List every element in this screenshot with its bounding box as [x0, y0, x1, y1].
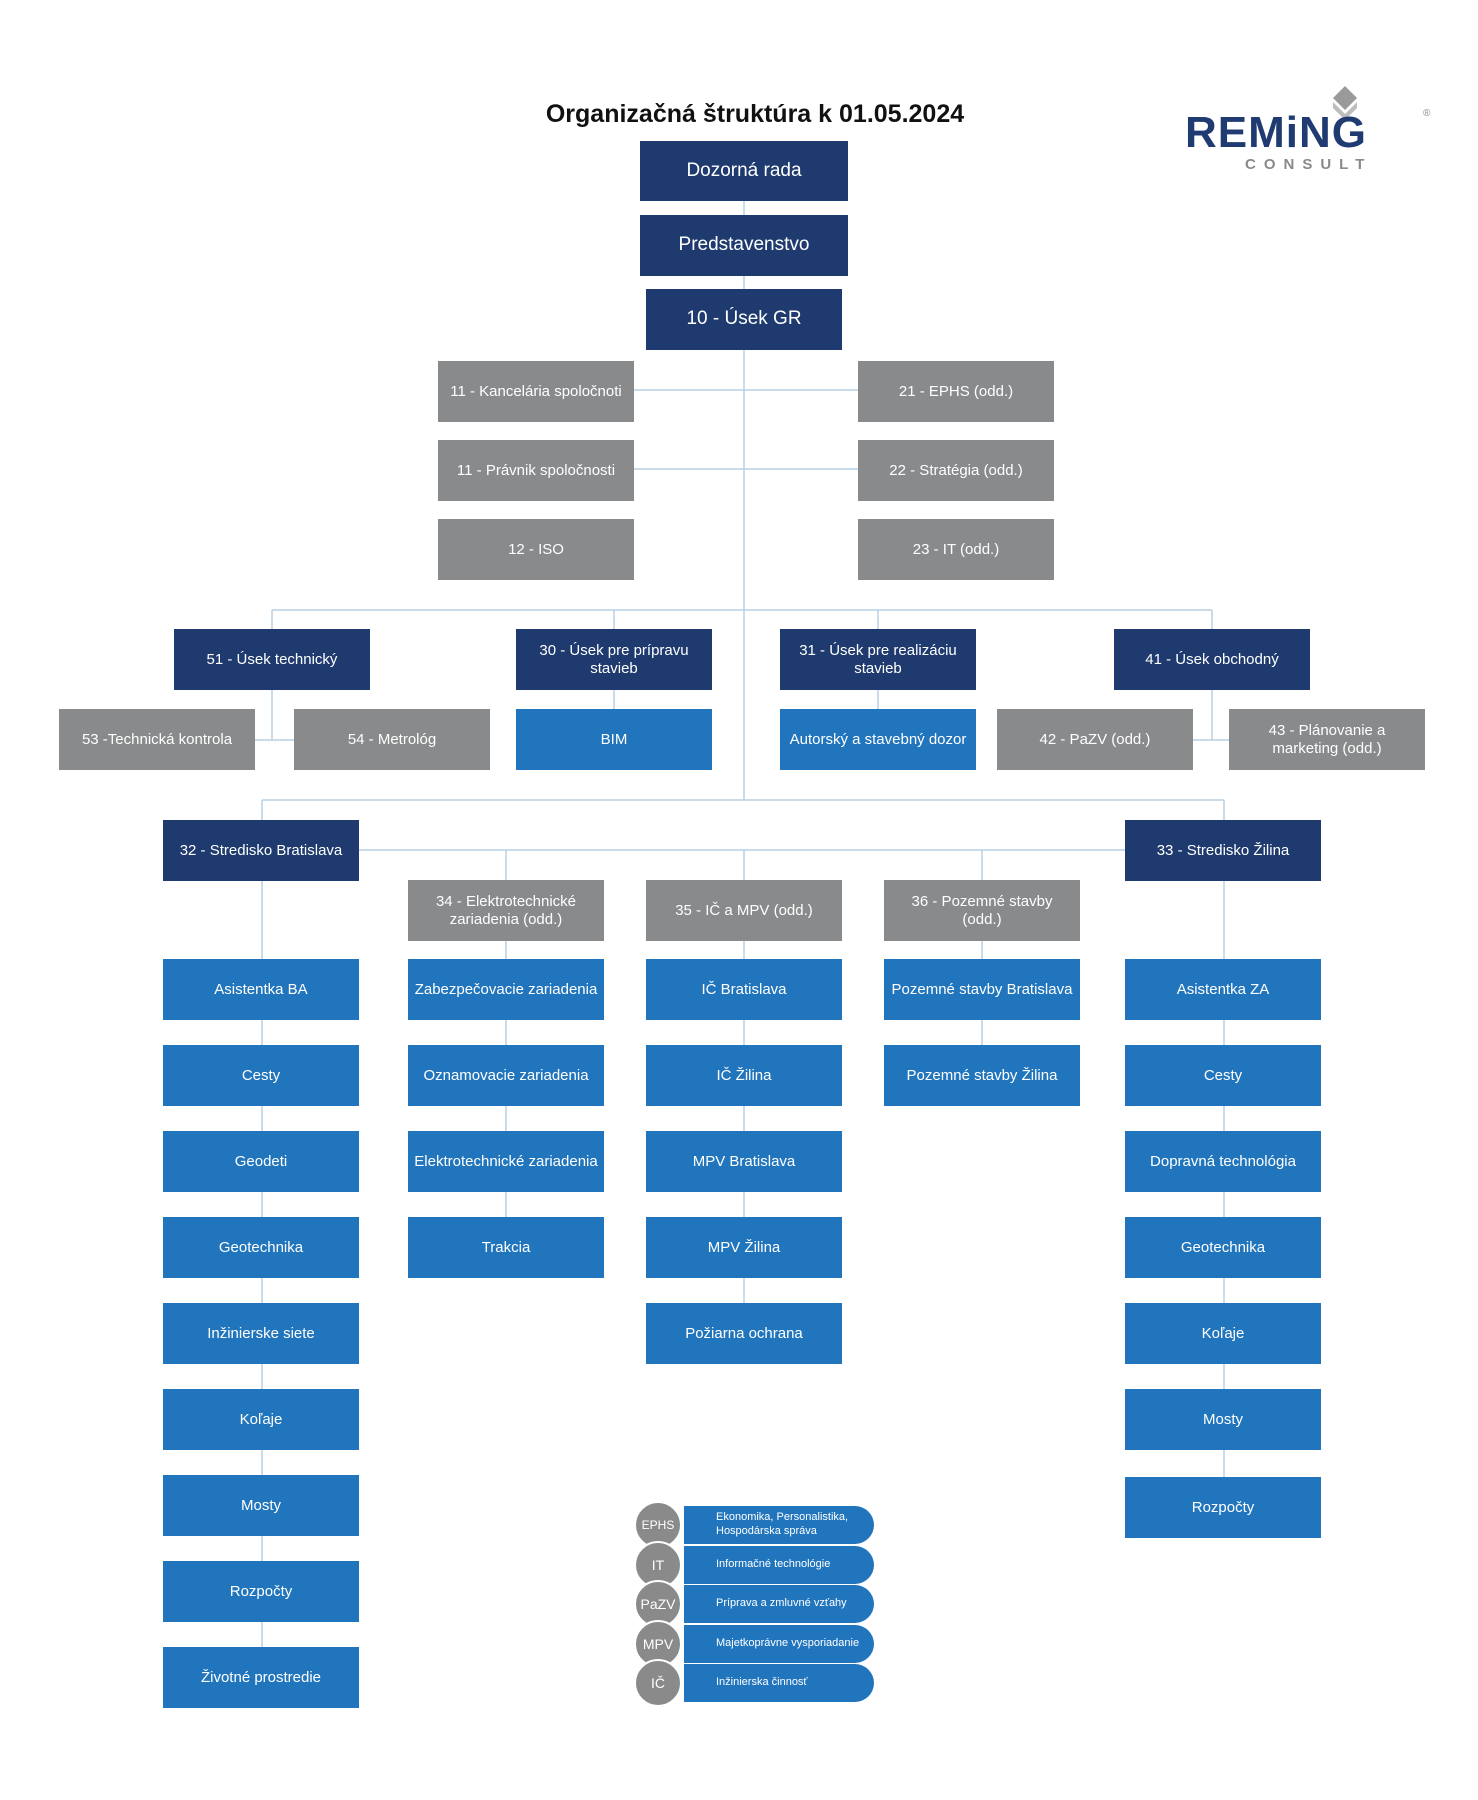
box-elektro-item: Elektrotechnické zariadenia [408, 1131, 604, 1192]
legend-abbr: IČ [634, 1659, 682, 1707]
box-zilina-item: Mosty [1125, 1389, 1321, 1450]
box-zilina-item: Koľaje [1125, 1303, 1321, 1364]
logo-wordmark: REMiNG [1185, 108, 1367, 157]
box-ic-mpv-item: MPV Žilina [646, 1217, 842, 1278]
box-bratislava-item: Rozpočty [163, 1561, 359, 1622]
box-bratislava-item: Životné prostredie [163, 1647, 359, 1708]
box-bratislava-item: Mosty [163, 1475, 359, 1536]
box-elektrotechnicke-head: 34 - Elektrotechnické zariadenia (odd.) [408, 880, 604, 941]
box-ic-mpv-head: 35 - IČ a MPV (odd.) [646, 880, 842, 941]
box-bim: BIM [516, 709, 712, 770]
box-elektro-item: Trakcia [408, 1217, 604, 1278]
box-ic-mpv-item: IČ Bratislava [646, 959, 842, 1020]
company-logo: REMiNG ® CONSULT [1185, 86, 1435, 176]
box-pravnik-spolocnosti: 11 - Právnik spoločnosti [438, 440, 634, 501]
legend-text: Ekonomika, Personalistika, Hospodárska s… [684, 1506, 874, 1544]
box-zilina-item: Asistentka ZA [1125, 959, 1321, 1020]
box-pazv: 42 - PaZV (odd.) [997, 709, 1193, 770]
box-dozorna-rada: Dozorná rada [640, 141, 848, 201]
box-strategia: 22 - Stratégia (odd.) [858, 440, 1054, 501]
box-usek-obchodny: 41 - Úsek obchodný [1114, 629, 1310, 690]
box-bratislava-item: Geotechnika [163, 1217, 359, 1278]
box-autorsky-dozor: Autorský a stavebný dozor [780, 709, 976, 770]
box-bratislava-item: Cesty [163, 1045, 359, 1106]
box-usek-realizacia: 31 - Úsek pre realizáciu stavieb [780, 629, 976, 690]
box-stredisko-bratislava: 32 - Stredisko Bratislava [163, 820, 359, 881]
box-pozemne-stavby-head: 36 - Pozemné stavby (odd.) [884, 880, 1080, 941]
box-bratislava-item: Inžinierske siete [163, 1303, 359, 1364]
box-ephs: 21 - EPHS (odd.) [858, 361, 1054, 422]
box-usek-gr: 10 - Úsek GR [646, 289, 842, 350]
box-elektro-item: Oznamovacie zariadenia [408, 1045, 604, 1106]
box-predstavenstvo: Predstavenstvo [640, 215, 848, 276]
box-technicka-kontrola: 53 -Technická kontrola [59, 709, 255, 770]
box-usek-priprava: 30 - Úsek pre prípravu stavieb [516, 629, 712, 690]
box-bratislava-item: Asistentka BA [163, 959, 359, 1020]
box-planovanie-marketing: 43 - Plánovanie a marketing (odd.) [1229, 709, 1425, 770]
diamond-logo-icon [1333, 86, 1357, 120]
box-zilina-item: Rozpočty [1125, 1477, 1321, 1538]
box-it: 23 - IT (odd.) [858, 519, 1054, 580]
box-zilina-item: Geotechnika [1125, 1217, 1321, 1278]
logo-registered-mark: ® [1423, 108, 1431, 119]
page-title: Organizačná štruktúra k 01.05.2024 [545, 100, 965, 128]
box-metrolog: 54 - Metrológ [294, 709, 490, 770]
box-ic-mpv-item: Požiarna ochrana [646, 1303, 842, 1364]
legend-text: Inžinierska činnosť [684, 1664, 874, 1702]
box-pozemne-item: Pozemné stavby Bratislava [884, 959, 1080, 1020]
legend-text: Majetkoprávne vysporiadanie [684, 1625, 874, 1663]
box-stredisko-zilina: 33 - Stredisko Žilina [1125, 820, 1321, 881]
legend-text: Príprava a zmluvné vzťahy [684, 1585, 874, 1623]
box-bratislava-item: Geodeti [163, 1131, 359, 1192]
box-bratislava-item: Koľaje [163, 1389, 359, 1450]
box-usek-technicky: 51 - Úsek technický [174, 629, 370, 690]
box-zilina-item: Dopravná technológia [1125, 1131, 1321, 1192]
logo-subtitle: CONSULT [1245, 156, 1373, 173]
box-pozemne-item: Pozemné stavby Žilina [884, 1045, 1080, 1106]
box-zilina-item: Cesty [1125, 1045, 1321, 1106]
box-kancelaria-spolocnosti: 11 - Kancelária spoločnoti [438, 361, 634, 422]
box-elektro-item: Zabezpečovacie zariadenia [408, 959, 604, 1020]
legend-text: Informačné technológie [684, 1546, 874, 1584]
box-iso: 12 - ISO [438, 519, 634, 580]
box-ic-mpv-item: MPV Bratislava [646, 1131, 842, 1192]
box-ic-mpv-item: IČ Žilina [646, 1045, 842, 1106]
